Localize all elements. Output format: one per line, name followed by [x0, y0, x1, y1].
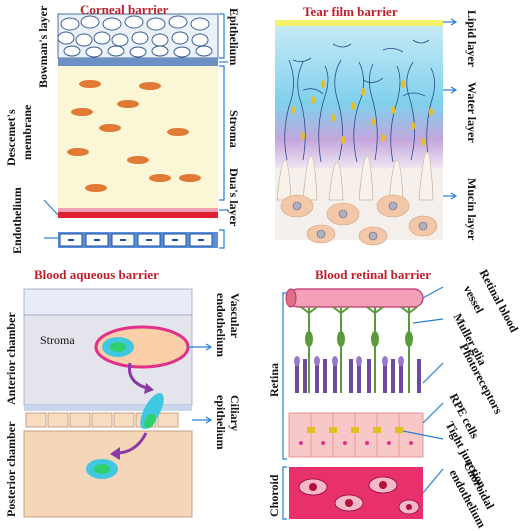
label-stroma: Stroma: [227, 110, 241, 148]
corneal-brackets: [219, 13, 228, 249]
label-retina: Retina: [267, 363, 281, 397]
duas-layer: [58, 208, 218, 212]
stroma-layer: [58, 66, 218, 208]
label-posterior: Posterior chamber: [4, 421, 18, 517]
tear-film-panel: Tear film barrier Lipid layer Water laye…: [263, 0, 526, 263]
water-droplets: [291, 80, 433, 146]
retinal-blood-vessel: [288, 288, 424, 308]
descemets-membrane: [58, 212, 218, 218]
tear-film-diagram: [275, 18, 458, 246]
keratocytes: [67, 80, 201, 192]
bowmans-layer: [58, 58, 218, 66]
rpe-cells: [288, 412, 424, 458]
blood-retinal-diagram: [282, 286, 444, 520]
label-water: Water layer: [465, 82, 479, 143]
mucin-strands: [284, 39, 435, 163]
epithelial-cells: [57, 15, 213, 58]
label-duas: Dua's layer: [227, 168, 241, 227]
label-choroid: Choroid: [267, 474, 281, 517]
label-lipid: Lipid layer: [465, 10, 479, 68]
anterior-top: [23, 288, 193, 316]
aqueous-pointers: [188, 343, 213, 424]
blood-retinal-panel: Blood retinal barrier Retina Choroid Ret…: [263, 263, 526, 530]
label-anterior: Anterior chamber: [4, 312, 18, 405]
label-bowmans: Bowman's layer: [36, 5, 50, 88]
photoreceptors: [295, 359, 421, 393]
tear-title: Tear film barrier: [303, 4, 398, 19]
label-endothelium: Endothelium: [10, 187, 24, 254]
muller-glia: [300, 306, 418, 393]
corneal-diagram: [43, 13, 228, 249]
tight-junctions: [307, 427, 403, 433]
label-vascular-1: Vascular: [228, 293, 242, 338]
blood-aqueous-diagram: [23, 288, 213, 518]
corneal-barrier-panel: Corneal barrier Epithelium Bowman's laye…: [0, 0, 263, 263]
water-layer: [275, 26, 443, 168]
corneal-title: Corneal barrier: [80, 2, 169, 17]
label-ciliary-2: epithelium: [214, 395, 228, 450]
lipid-layer: [275, 20, 443, 26]
retinal-brackets: [282, 286, 444, 520]
aqueous-title: Blood aqueous barrier: [34, 267, 159, 282]
ciliary-cells: [25, 412, 179, 428]
label-descemets-2: membrane: [20, 104, 34, 160]
label-aqueous-stroma: Stroma: [40, 333, 75, 347]
label-descemets-1: Descemet's: [4, 109, 18, 166]
label-mucin: Mucin layer: [465, 178, 479, 241]
label-epithelium: Epithelium: [227, 8, 241, 66]
microvilli: [276, 151, 434, 201]
label-ciliary-1: Ciliary: [228, 395, 242, 431]
retinal-title: Blood retinal barrier: [315, 267, 432, 282]
blood-aqueous-panel: Blood aqueous barrier Anterior chamber P…: [0, 263, 263, 526]
label-vascular-2: endothelium: [214, 293, 228, 358]
tear-pointers: [443, 18, 458, 200]
